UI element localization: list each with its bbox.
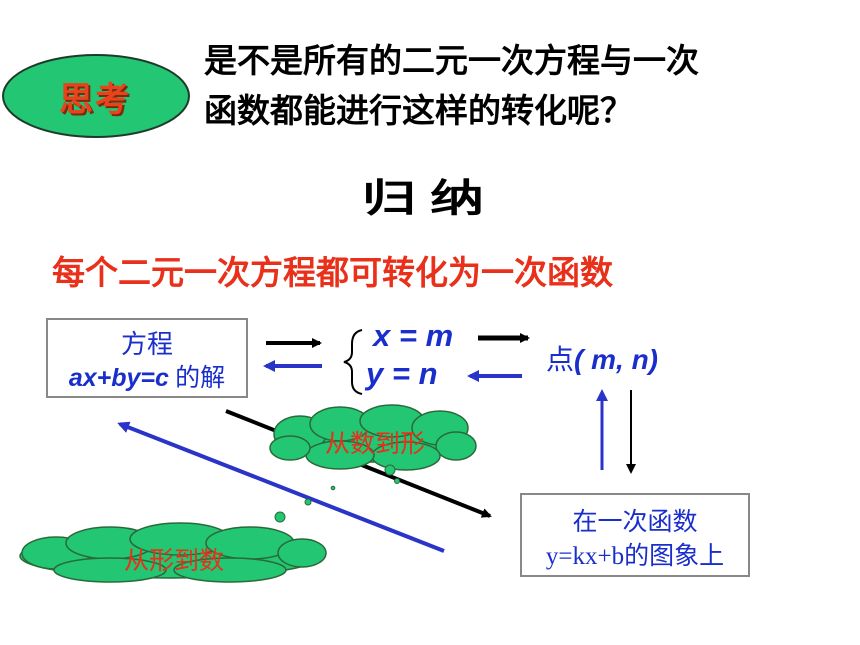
- cloud-bubble: [394, 478, 400, 484]
- system-x-equation: x = m: [373, 318, 454, 353]
- cloud-bubble: [304, 498, 312, 506]
- cloud-number-to-shape-label: 从数到形: [324, 429, 425, 458]
- equation-suffix: 的解: [175, 365, 226, 392]
- line-box-line-1: 在一次函数: [572, 509, 698, 536]
- question-text: 是不是所有的二元一次方程与一次 函数都能进行这样的转化呢？: [204, 36, 824, 136]
- point-label: 点( m, n): [546, 338, 658, 378]
- think-badge: [2, 54, 190, 138]
- summary-title: 归纳: [362, 175, 498, 221]
- question-line-1: 是不是所有的二元一次方程与一次: [204, 41, 699, 80]
- system-y-equation: y = n: [366, 356, 438, 391]
- point-coords: ( m, n): [574, 344, 659, 375]
- solution-label: 方程: [120, 330, 173, 359]
- question-line-2: 函数都能进行这样的转化呢？: [204, 91, 633, 130]
- equation-text: ax+by=c: [68, 364, 169, 392]
- solution-equation: ax+by=c 的解: [46, 358, 248, 394]
- solution-box: [46, 318, 248, 398]
- line-box: [520, 493, 750, 577]
- cloud-shape-to-number-label: 从形到数: [123, 546, 224, 575]
- system-brace: [343, 329, 363, 395]
- cloud-bubble: [274, 511, 286, 523]
- cloud-bubble: [330, 485, 336, 491]
- point-prefix: 点: [546, 345, 575, 376]
- think-label: 思考: [59, 80, 131, 120]
- line-box-line-2: y=kx+b的图象上: [545, 543, 725, 570]
- arrow-shape-to-number: [117, 421, 445, 553]
- cloud-bubble: [384, 464, 396, 476]
- summary-statement: 每个二元一次方程都可转化为一次函数: [52, 253, 613, 292]
- cloud-shape-to-number: [19, 522, 327, 583]
- cloud-number-to-shape: [269, 404, 477, 471]
